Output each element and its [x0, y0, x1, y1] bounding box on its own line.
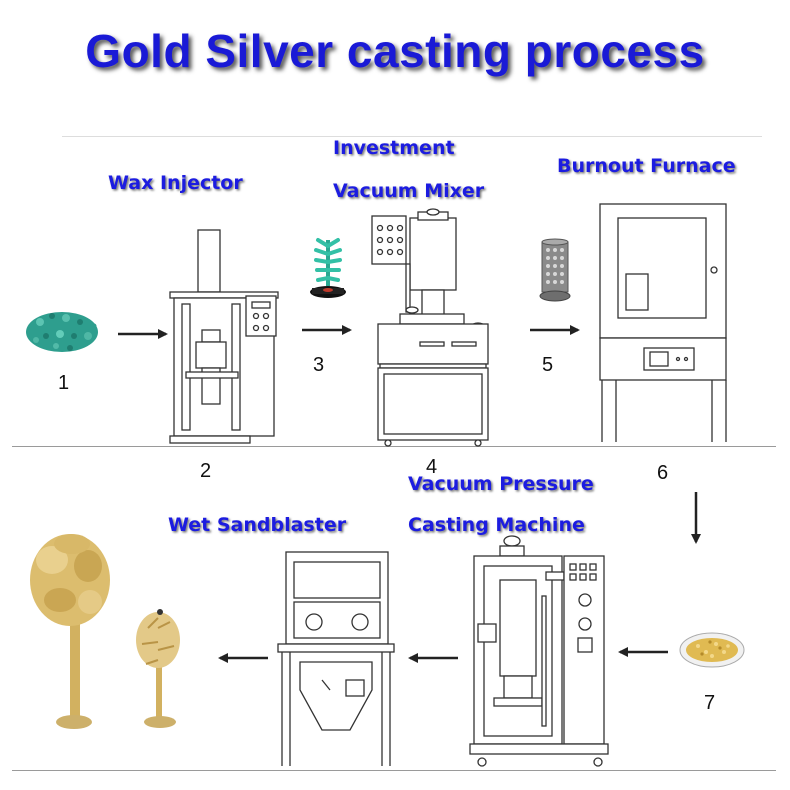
step-number-3: 3 — [313, 354, 325, 376]
label-casting-machine: Casting Machine — [408, 514, 585, 536]
step-number-4: 4 — [426, 456, 438, 478]
label-wax-injector: Wax Injector — [108, 172, 243, 194]
label-burnout-furnace: Burnout Furnace — [557, 155, 736, 177]
vacuum-mixer-machine-icon — [371, 208, 489, 447]
gold-grains-dish-icon — [679, 632, 745, 668]
wax-injector-machine-icon — [169, 229, 279, 444]
label-vacuum-pressure: Vacuum Pressure — [408, 473, 594, 495]
row-divider — [12, 446, 776, 447]
step-number-6: 6 — [657, 462, 669, 484]
burnout-furnace-machine-icon — [599, 203, 727, 442]
cast-gold-trees-icon — [30, 534, 180, 729]
label-vacuum-mixer: Vacuum Mixer — [333, 180, 485, 202]
flask-cylinder-icon — [539, 238, 571, 302]
step-number-2: 2 — [200, 460, 212, 482]
wax-tree-icon — [310, 238, 346, 298]
wax-granules-icon — [26, 312, 98, 352]
bottom-divider — [12, 770, 776, 771]
step-number-5: 5 — [542, 354, 554, 376]
top-divider — [62, 136, 762, 137]
label-wet-sandblaster: Wet Sandblaster — [168, 514, 347, 536]
step-number-7: 7 — [704, 692, 716, 714]
page-title: Gold Silver casting process — [85, 25, 705, 77]
label-investment: Investment — [333, 137, 455, 159]
vacuum-pressure-casting-machine-icon — [469, 535, 609, 767]
wet-sandblaster-machine-icon — [277, 551, 395, 766]
step-number-1: 1 — [58, 372, 70, 394]
